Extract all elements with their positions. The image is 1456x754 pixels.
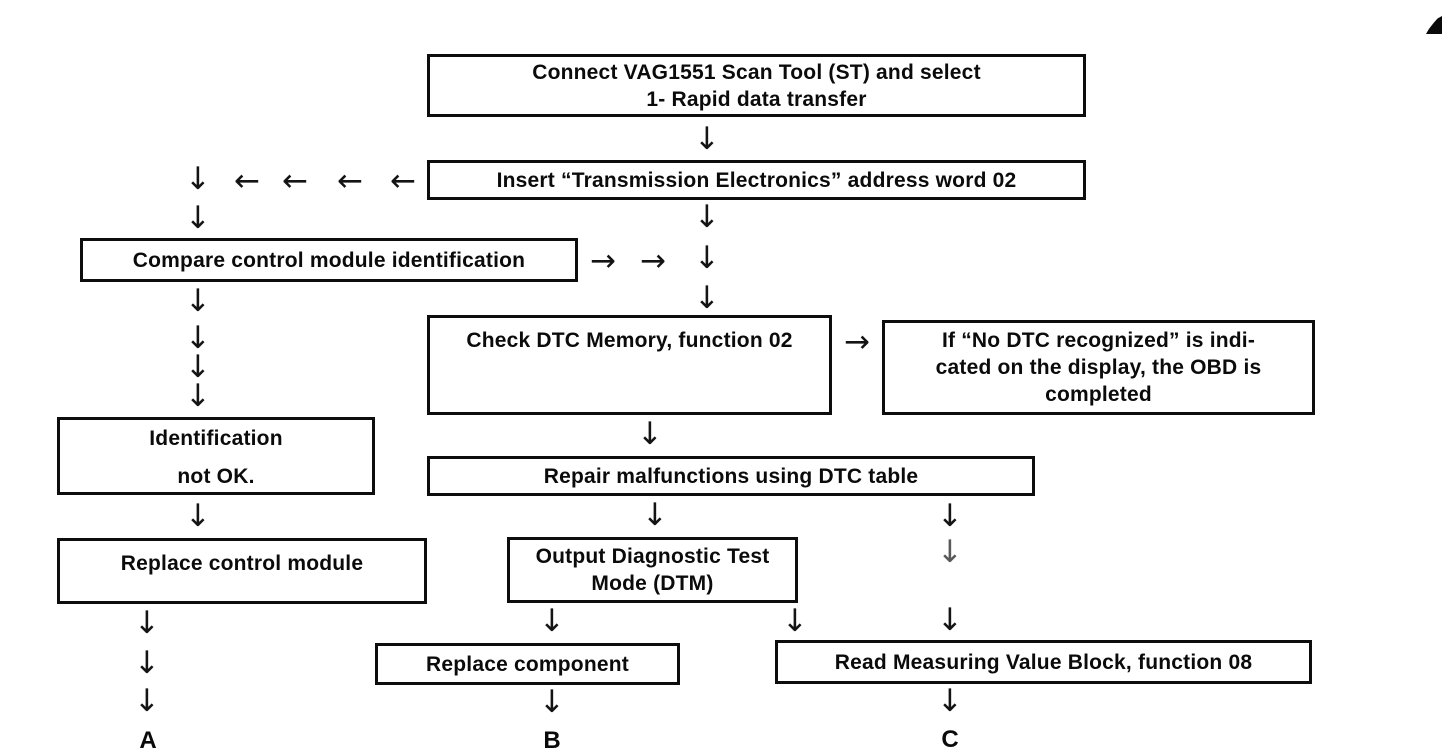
- down-arrow: ↓: [937, 683, 963, 719]
- node-dtm-line2: Mode (DTM): [591, 572, 714, 595]
- down-arrow: ↓: [694, 240, 720, 276]
- node-output-dtm: Output Diagnostic Test Mode (DTM): [507, 537, 798, 603]
- node-connect-line2: 1- Rapid data transfer: [646, 87, 867, 111]
- node-repair-text: Repair malfunctions using DTC table: [543, 464, 919, 488]
- down-arrow: ↓: [134, 605, 160, 641]
- node-no-dtc-line2: cated on the display, the OBD is: [935, 356, 1262, 379]
- node-replace-component-text: Replace component: [426, 652, 629, 676]
- node-replace-module-text: Replace control module: [120, 552, 364, 575]
- node-dtm-line1: Output Diagnostic Test: [535, 545, 770, 568]
- node-replace-component: Replace component: [375, 643, 680, 685]
- down-arrow: ↓: [185, 200, 211, 236]
- node-read-block-text: Read Measuring Value Block, function 08: [834, 650, 1253, 674]
- node-no-dtc-recognized: If “No DTC recognized” is indi- cated on…: [882, 320, 1315, 415]
- node-connect-scan-tool: Connect VAG1551 Scan Tool (ST) and selec…: [427, 54, 1086, 117]
- down-arrow: ↓: [637, 416, 663, 452]
- node-identification-line2: not OK.: [177, 464, 255, 488]
- down-arrow: ↓: [642, 497, 668, 533]
- node-connect-line1: Connect VAG1551 Scan Tool (ST) and selec…: [532, 60, 981, 84]
- right-arrow: →: [844, 324, 870, 360]
- down-arrow: ↓: [694, 121, 720, 157]
- node-check-dtc-memory: Check DTC Memory, function 02: [427, 315, 832, 415]
- down-arrow: ↓: [539, 603, 565, 639]
- page-corner-mark-icon: [1426, 16, 1442, 34]
- down-arrow: ↓: [782, 603, 808, 639]
- node-check-text: Check DTC Memory, function 02: [466, 329, 793, 352]
- left-arrow: ←: [234, 163, 260, 199]
- node-no-dtc-line1: If “No DTC recognized” is indi-: [941, 329, 1256, 352]
- down-arrow: ↓: [134, 683, 160, 719]
- down-arrow: ↓: [185, 349, 211, 385]
- down-arrow: ↓: [539, 684, 565, 720]
- down-arrow: ↓: [937, 602, 963, 638]
- connector-label-b: B: [543, 727, 561, 754]
- down-arrow: ↓: [694, 280, 720, 316]
- node-replace-control-module: Replace control module: [57, 538, 427, 604]
- down-arrow: ↓: [185, 283, 211, 319]
- left-arrow: ←: [282, 163, 308, 199]
- down-arrow: ↓: [185, 320, 211, 356]
- down-arrow: ↓: [185, 161, 211, 197]
- down-arrow: ↓: [694, 199, 720, 235]
- node-compare-text: Compare control module identification: [132, 248, 526, 272]
- connector-label-c: C: [941, 726, 959, 753]
- node-insert-text: Insert “Transmission Electronics” addres…: [496, 168, 1017, 192]
- left-arrow: ←: [337, 163, 363, 199]
- node-read-measuring-value-block: Read Measuring Value Block, function 08: [775, 640, 1312, 684]
- down-arrow: ↓: [937, 498, 963, 534]
- node-identification-not-ok: Identification not OK.: [57, 417, 375, 495]
- right-arrow: →: [590, 243, 616, 279]
- node-repair-malfunctions: Repair malfunctions using DTC table: [427, 456, 1035, 496]
- down-arrow: ↓: [185, 498, 211, 534]
- down-arrow: ↓: [937, 534, 963, 570]
- node-identification-line1: Identification: [149, 426, 283, 450]
- left-arrow: ←: [390, 163, 416, 199]
- down-arrow: ↓: [185, 378, 211, 414]
- node-no-dtc-line3: completed: [1045, 383, 1152, 406]
- node-insert-address-word: Insert “Transmission Electronics” addres…: [427, 160, 1086, 200]
- down-arrow: ↓: [134, 645, 160, 681]
- connector-label-a: A: [139, 727, 157, 754]
- right-arrow: →: [640, 243, 666, 279]
- node-compare-identification: Compare control module identification: [80, 238, 578, 282]
